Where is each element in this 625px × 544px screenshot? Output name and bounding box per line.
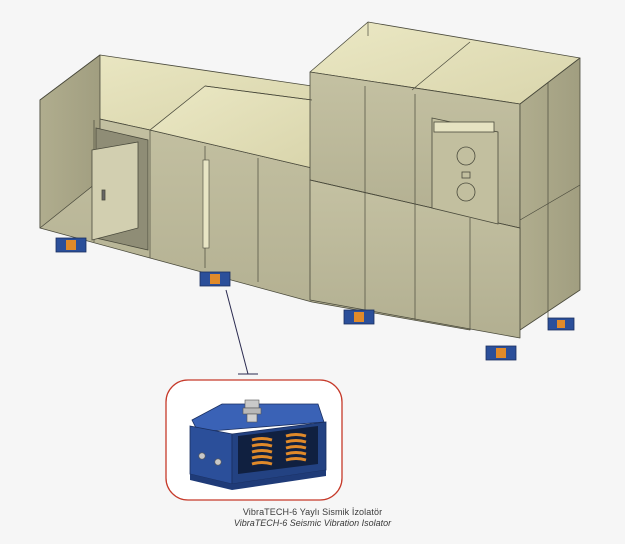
leveling-bolt-icon <box>242 399 262 423</box>
isolator-mounts <box>55 237 575 361</box>
spring-coil-icon <box>251 433 307 466</box>
callout-leader <box>225 289 258 375</box>
isolator-caption-turkish: VibraTECH-6 Yaylı Sismik İzolatör <box>242 507 383 517</box>
access-door <box>91 127 149 251</box>
fan-access-panel <box>431 117 499 225</box>
isolator-mount <box>199 271 231 287</box>
left-end-face <box>39 54 101 229</box>
isolator-mount <box>55 237 87 253</box>
tall-unit-side <box>519 57 581 331</box>
isolator-mount <box>547 317 575 331</box>
inspection-window <box>202 159 210 249</box>
seismic-isolator-icon <box>189 403 327 490</box>
isolator-mount <box>485 345 517 361</box>
isolator-mount <box>343 309 375 325</box>
isolator-caption-english: VibraTECH-6 Seismic Vibration Isolator <box>233 518 392 528</box>
